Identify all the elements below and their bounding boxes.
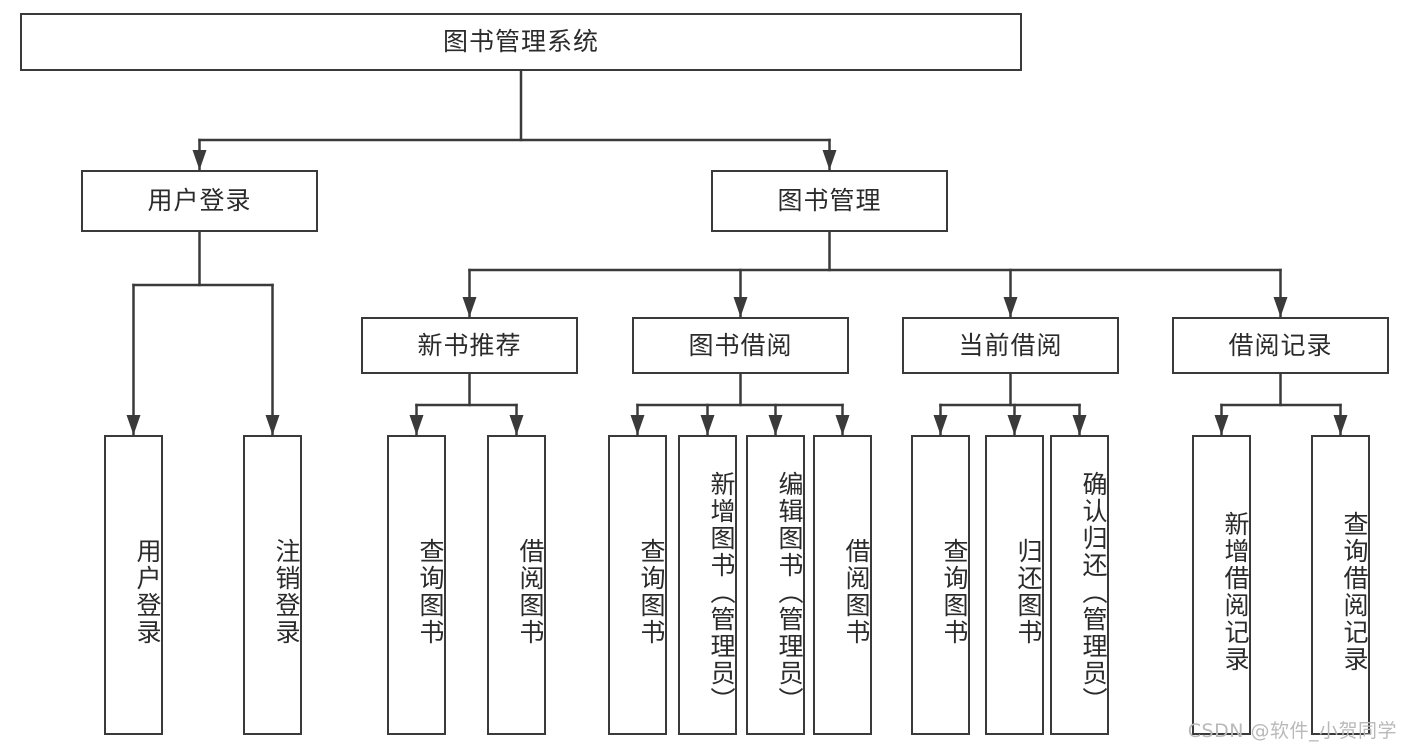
node-leaf-logout[interactable]: 注销登录 xyxy=(243,435,302,735)
node-leaf-borrow-book-2[interactable]: 借阅图书 xyxy=(813,435,872,735)
node-leaf-query-book-1[interactable]: 查询图书 xyxy=(387,435,446,735)
node-leaf-add-book[interactable]: 新增图书（管理员） xyxy=(678,435,737,735)
node-label: 借阅记录 xyxy=(1228,330,1333,360)
node-book-borrow[interactable]: 图书借阅 xyxy=(632,317,849,374)
node-label: 查询借阅记录 xyxy=(1340,511,1369,673)
node-leaf-return-book[interactable]: 归还图书 xyxy=(985,435,1044,735)
node-leaf-query-record[interactable]: 查询借阅记录 xyxy=(1311,435,1370,735)
node-user-login[interactable]: 用户登录 xyxy=(81,170,318,232)
node-label: 查询图书 xyxy=(637,538,666,646)
node-current-borrow[interactable]: 当前借阅 xyxy=(902,317,1119,374)
node-leaf-confirm-return[interactable]: 确认归还（管理员） xyxy=(1050,435,1109,735)
node-book-manage[interactable]: 图书管理 xyxy=(711,170,948,232)
node-label: 注销登录 xyxy=(272,538,301,646)
node-label: 当前借阅 xyxy=(958,330,1063,360)
node-label: 图书管理系统 xyxy=(442,27,599,57)
node-new-book-rec[interactable]: 新书推荐 xyxy=(361,317,578,374)
node-leaf-borrow-book-1[interactable]: 借阅图书 xyxy=(487,435,546,735)
node-label: 查询图书 xyxy=(416,538,445,646)
node-label: 用户登录 xyxy=(147,186,252,216)
node-label: 用户登录 xyxy=(133,538,162,646)
node-label: 图书管理 xyxy=(777,186,882,216)
node-leaf-edit-book[interactable]: 编辑图书（管理员） xyxy=(746,435,805,735)
node-label: 新增图书（管理员） xyxy=(707,470,736,714)
node-label: 确认归还（管理员） xyxy=(1079,470,1108,714)
node-label: 图书借阅 xyxy=(688,330,793,360)
node-label: 新书推荐 xyxy=(417,330,522,360)
node-root[interactable]: 图书管理系统 xyxy=(20,13,1022,71)
node-leaf-add-record[interactable]: 新增借阅记录 xyxy=(1192,435,1251,735)
node-label: 借阅图书 xyxy=(516,538,545,646)
node-label: 借阅图书 xyxy=(842,538,871,646)
node-label: 新增借阅记录 xyxy=(1221,511,1250,673)
node-leaf-query-book-3[interactable]: 查询图书 xyxy=(911,435,970,735)
node-label: 查询图书 xyxy=(940,538,969,646)
node-label: 编辑图书（管理员） xyxy=(775,470,804,714)
node-label: 归还图书 xyxy=(1014,538,1043,646)
node-borrow-record[interactable]: 借阅记录 xyxy=(1172,317,1389,374)
node-leaf-user-login[interactable]: 用户登录 xyxy=(104,435,163,735)
watermark-text: CSDN @软件_小贺同学 xyxy=(1187,720,1397,742)
node-leaf-query-book-2[interactable]: 查询图书 xyxy=(608,435,667,735)
